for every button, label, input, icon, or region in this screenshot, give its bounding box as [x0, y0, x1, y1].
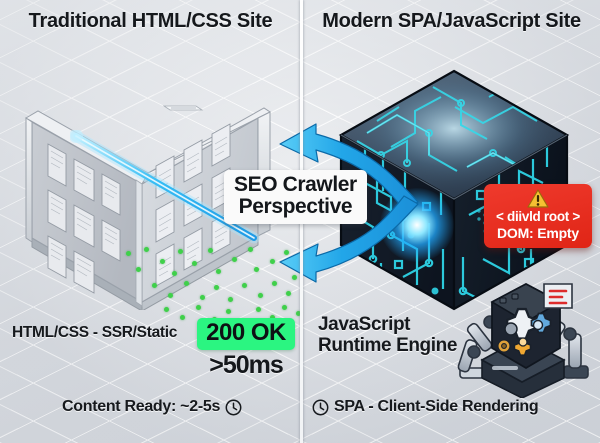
right-panel: Modern SPA/JavaScript Site: [303, 0, 600, 443]
right-panel-title: Modern SPA/JavaScript Site: [322, 10, 581, 32]
left-stack-caption: HTML/CSS - SSR/Static: [12, 324, 177, 342]
left-panel-title: Traditional HTML/CSS Site: [28, 10, 273, 32]
clock-icon: [312, 399, 329, 415]
green-indexed-content-dots: [120, 245, 301, 325]
gear-robot-icon: [452, 282, 596, 399]
js-engine-line2: Runtime Engine: [318, 334, 458, 356]
dom-alert-line2: DOM: Empty: [496, 224, 579, 241]
content-ready-caption: Content Ready: ~2-5s: [62, 398, 242, 416]
spa-rendering-text: SPA - Client-Side Rendering: [334, 398, 539, 415]
status-badge-group: 200 OK >50ms: [192, 318, 300, 380]
warning-triangle-icon: [527, 189, 549, 208]
clock-icon: [225, 399, 242, 415]
dom-alert-line1: < diivld root >: [495, 209, 580, 224]
content-ready-text: Content Ready: ~2-5s: [62, 398, 221, 415]
js-engine-line1: JavaScript: [318, 314, 411, 335]
status-badge: 200 OK: [197, 318, 295, 350]
seo-label-line1: SEO Crawler: [234, 173, 357, 196]
seo-crawler-perspective-label: SEO Crawler Perspective: [224, 170, 367, 225]
left-stack-caption-text: HTML/CSS - SSR/Static: [12, 324, 178, 341]
spa-rendering-caption: SPA - Client-Side Rendering: [312, 398, 539, 416]
js-runtime-engine-caption: JavaScript Runtime Engine: [318, 314, 458, 357]
left-panel: Traditional HTML/CSS Site: [28, 10, 273, 32]
dom-empty-alert-badge: < diivld root > DOM: Empty: [484, 184, 592, 248]
latency-text: >50ms: [209, 351, 284, 379]
seo-label-line2: Perspective: [238, 195, 353, 219]
